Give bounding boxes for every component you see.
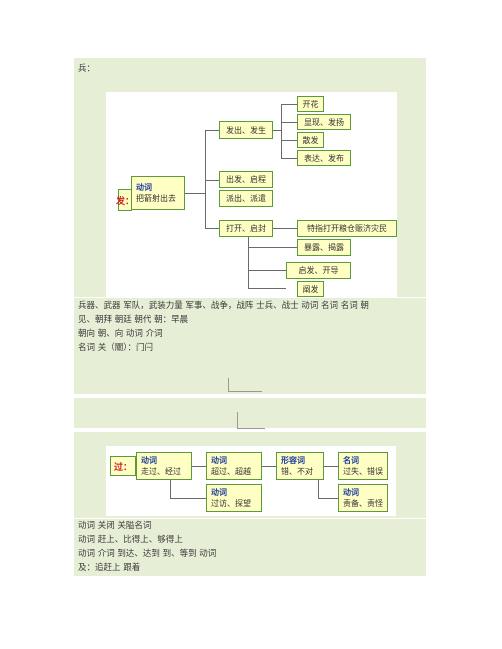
divider-mark — [228, 391, 262, 392]
guo-node-5-pos: 动词 — [211, 487, 227, 497]
connector — [281, 158, 297, 159]
connector — [248, 270, 286, 271]
connector — [273, 130, 281, 131]
fa-branch-3: 打开、启封 — [219, 220, 273, 237]
divider-mark — [237, 412, 238, 428]
fa-leaf-5: 特指打开粮仓赈济灾民 — [297, 220, 397, 237]
fa-leaf-1: 开花 — [297, 96, 324, 112]
guo-node-1-text: 走过、经过 — [141, 467, 181, 476]
text-line: 见、朝拜 朝廷 朝代 朝：早晨 — [78, 315, 189, 325]
text-line: 动词 关闭 关隘名词 — [78, 521, 152, 531]
guo-node-3-pos: 形容词 — [281, 455, 305, 465]
divider-mark — [237, 428, 265, 429]
connector — [192, 466, 206, 467]
connector — [248, 247, 297, 248]
text-line: 及：追赶上 跟着 — [78, 563, 141, 573]
text-line: 朝向 朝、向 动词 介词 — [78, 329, 163, 339]
connector — [248, 288, 286, 289]
connector — [318, 498, 338, 499]
connector — [248, 237, 249, 288]
connector — [318, 480, 319, 498]
guo-node-5-text: 过访、探望 — [211, 499, 251, 508]
connector — [281, 140, 297, 141]
connector — [281, 104, 282, 158]
fa-leaf-8: 阐发 — [297, 281, 324, 297]
fa-leaf-3: 散发 — [297, 132, 324, 148]
connector — [205, 130, 206, 228]
guo-node-6: 动词 责备、责怪 — [338, 484, 388, 512]
guo-node-2-pos: 动词 — [211, 455, 227, 465]
fa-leaf-4: 表达、发布 — [297, 150, 351, 166]
fa-root-char-text: 发： — [116, 196, 135, 207]
guo-root-char: 过： — [110, 456, 136, 476]
guo-node-6-text: 责备、责怪 — [343, 499, 383, 508]
fa-root-meaning: 把箭射出去 — [136, 194, 176, 203]
fa-branch-2a: 出发、启程 — [219, 171, 273, 188]
fa-root-pos: 动词 — [136, 182, 152, 192]
fa-root-node: 动词 把箭射出去 — [131, 176, 185, 210]
connector — [324, 466, 338, 467]
guo-node-2: 动词 超过、超越 — [206, 452, 262, 480]
connector — [185, 193, 205, 194]
guo-node-2-text: 超过、超越 — [211, 467, 251, 476]
guo-node-6-pos: 动词 — [343, 487, 359, 497]
fa-branch-2b: 派出、派遣 — [219, 190, 273, 207]
fa-branch-1: 发出、发生 — [219, 121, 273, 139]
guo-node-1-pos: 动词 — [141, 455, 157, 465]
text-line: 名词 关（關）：门闩 — [78, 343, 153, 353]
text-line: 动词 介词 到达、达到 到、等到 动词 — [78, 549, 217, 559]
connector — [281, 104, 297, 105]
connector — [281, 122, 297, 123]
guo-node-1: 动词 走过、经过 — [136, 452, 192, 480]
guo-root-char-text: 过： — [113, 462, 132, 473]
connector — [205, 228, 219, 229]
guo-node-3-text: 错、不对 — [281, 467, 313, 476]
guo-node-4: 名词 过失、错误 — [338, 452, 388, 480]
guo-node-4-text: 过失、错误 — [343, 467, 383, 476]
blank-panel — [74, 398, 426, 428]
connector — [262, 466, 276, 467]
guo-node-3: 形容词 错、不对 — [276, 452, 324, 480]
section1-heading: 兵： — [78, 64, 96, 74]
connector — [205, 130, 219, 131]
section2-text-panel — [74, 519, 426, 576]
fa-leaf-6: 暴露、揭露 — [297, 239, 351, 256]
fa-leaf-7: 启发、开导 — [286, 262, 351, 279]
fa-root-char: 发： — [116, 189, 135, 211]
guo-node-4-pos: 名词 — [343, 455, 359, 465]
guo-node-5: 动词 过访、探望 — [206, 484, 262, 512]
text-line: 兵器、武器 军队，武装力量 军事、战争，战阵 士兵、战士 动词 名词 名词 朝 — [78, 301, 369, 311]
fa-leaf-2: 显现、发扬 — [297, 114, 351, 130]
connector — [205, 180, 219, 181]
connector — [273, 228, 297, 229]
text-line: 动词 赶上、比得上、够得上 — [78, 535, 183, 545]
connector — [170, 498, 206, 499]
section1-text-panel — [74, 298, 426, 394]
divider-mark — [228, 378, 229, 392]
connector — [170, 480, 171, 498]
